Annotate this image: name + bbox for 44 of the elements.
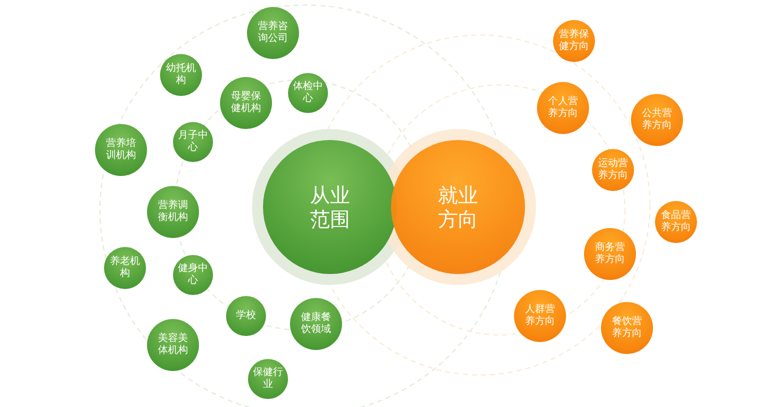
node-label: 食品营养方向 [660, 210, 692, 234]
circle-node [247, 7, 299, 59]
node-label: 幼托机构 [165, 63, 197, 87]
node-label: 就业方向 [437, 183, 479, 231]
node-label: 公共营养方向 [641, 108, 673, 132]
circle-node [147, 319, 199, 371]
circle-node [220, 77, 272, 129]
circle-node [553, 20, 595, 62]
circle-node [173, 255, 213, 295]
node-label: 养老机构 [109, 256, 141, 280]
circle-node [655, 201, 697, 243]
node-label: 营养保健方向 [558, 29, 590, 53]
circle-node [147, 186, 199, 238]
node-label: 从业范围 [309, 183, 351, 231]
node-label: 商务营养方向 [594, 242, 626, 266]
node-label: 运动营养方向 [597, 158, 629, 182]
circle-node [104, 247, 146, 289]
circle-node [290, 298, 342, 350]
circle-node [514, 290, 566, 342]
circle-node [631, 94, 683, 146]
circle-node [173, 122, 213, 162]
node-label: 保健行业 [252, 367, 284, 391]
node-label: 健身中心 [177, 263, 209, 287]
circle-node [584, 228, 636, 280]
circle-node [95, 124, 147, 176]
circle-node [160, 54, 202, 96]
circle-node [601, 302, 653, 354]
node-label: 营养培训机构 [105, 138, 137, 162]
node-label: 月子中心 [177, 130, 209, 154]
node-label: 美容美体机构 [157, 333, 189, 357]
node-label: 营养咨询公司 [257, 21, 289, 45]
circle-node [592, 149, 634, 191]
node-label: 体检中心 [292, 81, 324, 105]
circle-node [248, 359, 288, 399]
circle-node [226, 296, 266, 336]
node-label: 母婴保健机构 [230, 91, 262, 115]
node-label: 营养调衡机构 [157, 200, 189, 224]
node-label: 学校 [236, 310, 256, 322]
node-label: 餐饮营养方向 [611, 316, 643, 340]
node-label: 健康餐饮领域 [300, 312, 332, 336]
circle-node [537, 82, 589, 134]
circle-node [288, 73, 328, 113]
node-label: 个人营养方向 [547, 96, 579, 120]
node-label: 人群营养方向 [524, 304, 556, 328]
